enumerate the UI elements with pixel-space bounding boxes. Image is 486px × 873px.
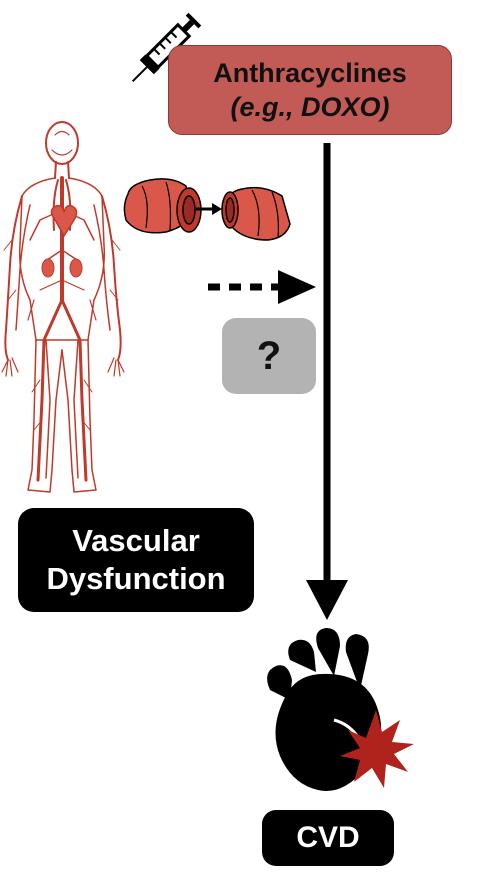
vascular-dysfunction-box: Vascular Dysfunction	[18, 508, 254, 612]
dashed-arrow	[208, 270, 316, 304]
vascular-line1-label: Vascular	[72, 523, 200, 558]
human-vasculature-icon	[1, 121, 125, 493]
unknown-mechanism-box: ?	[222, 318, 316, 394]
blood-vessel-icon	[123, 178, 202, 234]
heart-icon	[267, 628, 382, 792]
question-mark-label: ?	[256, 333, 282, 378]
damaged-blood-vessel-icon	[221, 186, 291, 241]
drug-name-label: Anthracyclines	[213, 58, 407, 88]
cvd-box: CVD	[262, 810, 394, 866]
anthracyclines-box: Anthracyclines (e.g., DOXO)	[168, 45, 452, 135]
vascular-line2-label: Dysfunction	[46, 561, 226, 596]
damage-burst-icon	[340, 710, 414, 788]
cvd-label: CVD	[296, 821, 360, 854]
drug-example-label: (e.g., DOXO)	[230, 92, 390, 122]
transition-arrow	[196, 203, 222, 215]
main-arrow	[306, 143, 348, 620]
